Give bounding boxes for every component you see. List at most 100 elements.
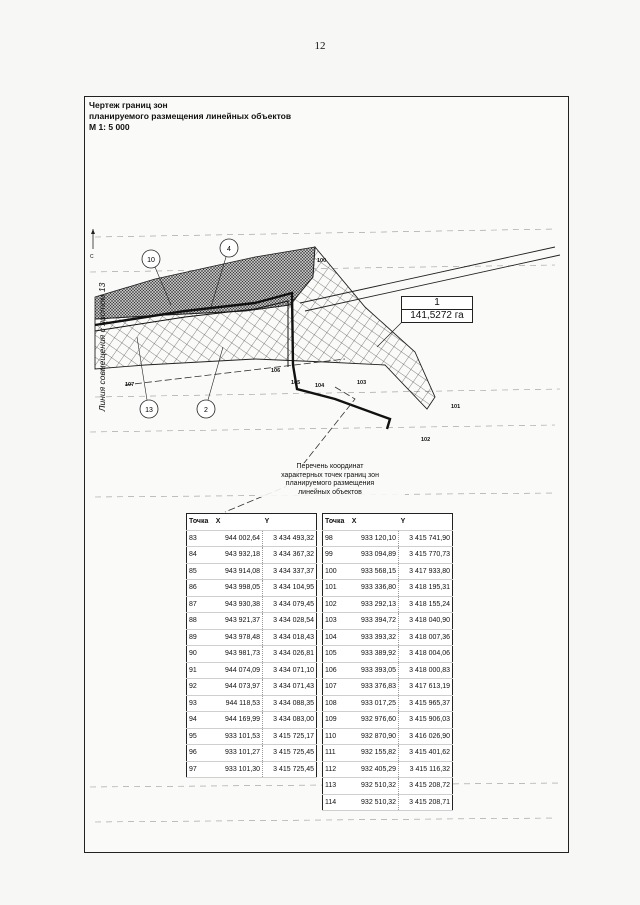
point-cell: 114 <box>322 794 350 811</box>
x-coordinate-cell: 933 389,92 <box>349 645 399 663</box>
y-coordinate-cell: 3 434 337,37 <box>262 563 317 580</box>
column-header-x: X <box>213 513 263 531</box>
planned-zone <box>94 245 436 410</box>
point-cell: 102 <box>322 596 350 613</box>
x-coordinate-cell: 944 118,53 <box>213 695 263 712</box>
y-coordinate-cell: 3 415 401,62 <box>398 744 453 762</box>
x-coordinate-cell: 933 393,05 <box>349 662 399 679</box>
y-coordinate-cell: 3 434 071,10 <box>262 662 317 679</box>
drawing-title: Чертеж границ зон планируемого размещени… <box>89 100 291 133</box>
x-coordinate-cell: 933 292,13 <box>349 596 399 613</box>
point-cell: 84 <box>186 546 214 564</box>
y-coordinate-cell: 3 434 079,45 <box>262 596 317 613</box>
svg-text:10: 10 <box>147 257 155 264</box>
zone-area-label: 1 141,5272 га <box>401 296 473 323</box>
point-cell: 107 <box>322 678 350 696</box>
x-coordinate-cell: 943 981,73 <box>213 645 263 663</box>
point-cell: 100 <box>322 563 350 580</box>
x-coordinate-cell: 932 976,60 <box>349 711 399 729</box>
x-coordinate-cell: 943 932,18 <box>213 546 263 564</box>
point-cell: 101 <box>322 579 350 597</box>
callout-2: 2 <box>196 346 224 419</box>
point-cell: 96 <box>186 744 214 762</box>
x-coordinate-cell: 944 169,99 <box>213 711 263 729</box>
zone-number: 1 <box>434 297 440 308</box>
y-coordinate-cell: 3 418 004,06 <box>398 645 453 663</box>
right-corridor <box>299 246 561 312</box>
y-coordinate-cell: 3 415 208,72 <box>398 777 453 795</box>
column-header-point: Точка <box>186 513 214 531</box>
point-cell: 87 <box>186 596 214 613</box>
point-label-106: 106 <box>271 368 280 374</box>
lower-boundary <box>124 358 356 513</box>
page-number: 12 <box>314 40 326 52</box>
y-coordinate-cell: 3 434 104,95 <box>262 579 317 597</box>
y-coordinate-cell: 3 415 906,03 <box>398 711 453 729</box>
title-line-2: планируемого размещения линейных объекто… <box>89 111 292 121</box>
point-cell: 104 <box>322 629 350 646</box>
title-scale: М 1: 5 000 <box>89 122 130 132</box>
point-label-100: 100 <box>317 258 326 264</box>
svg-text:С: С <box>90 254 94 260</box>
y-coordinate-cell: 3 415 725,17 <box>262 728 317 745</box>
x-coordinate-cell: 932 510,32 <box>349 794 399 811</box>
point-label-104: 104 <box>315 383 325 389</box>
callout-4: 4 <box>210 238 239 308</box>
y-coordinate-cell: 3 415 725,45 <box>262 744 317 762</box>
zone-label-leader <box>376 318 406 348</box>
x-coordinate-cell: 932 155,82 <box>349 744 399 762</box>
zone-area: 141,5272 га <box>402 309 472 322</box>
y-coordinate-cell: 3 434 083,00 <box>262 711 317 729</box>
callout-13: 13 <box>136 336 159 419</box>
x-coordinate-cell: 933 376,83 <box>349 678 399 696</box>
x-coordinate-cell: 932 510,32 <box>349 777 399 795</box>
drawing-frame: Чертеж границ зон планируемого размещени… <box>84 96 569 853</box>
main-pipeline <box>94 291 392 430</box>
y-coordinate-cell: 3 415 208,71 <box>398 794 453 811</box>
x-coordinate-cell: 944 073,97 <box>213 678 263 696</box>
point-cell: 108 <box>322 695 350 712</box>
y-coordinate-cell: 3 434 071,43 <box>262 678 317 696</box>
point-cell: 105 <box>322 645 350 663</box>
x-coordinate-cell: 943 914,08 <box>213 563 263 580</box>
point-cell: 86 <box>186 579 214 597</box>
y-coordinate-cell: 3 415 741,90 <box>398 530 453 547</box>
point-cell: 113 <box>322 777 350 795</box>
y-coordinate-cell: 3 434 367,32 <box>262 546 317 564</box>
x-coordinate-cell: 933 393,32 <box>349 629 399 646</box>
point-label-103: 103 <box>357 380 366 386</box>
column-header-y: Y <box>398 513 453 531</box>
x-coordinate-cell: 933 101,30 <box>213 761 263 778</box>
y-coordinate-cell: 3 418 155,24 <box>398 596 453 613</box>
svg-text:2: 2 <box>204 407 208 414</box>
callout-10: 10 <box>141 249 172 306</box>
x-coordinate-cell: 944 074,09 <box>213 662 263 679</box>
title-line-1: Чертеж границ зон <box>89 100 168 110</box>
y-coordinate-cell: 3 415 725,45 <box>262 761 317 778</box>
point-label-105: 105 <box>291 380 300 386</box>
point-cell: 83 <box>186 530 214 547</box>
x-coordinate-cell: 943 978,48 <box>213 629 263 646</box>
north-arrow: С <box>90 229 95 260</box>
point-cell: 103 <box>322 612 350 630</box>
